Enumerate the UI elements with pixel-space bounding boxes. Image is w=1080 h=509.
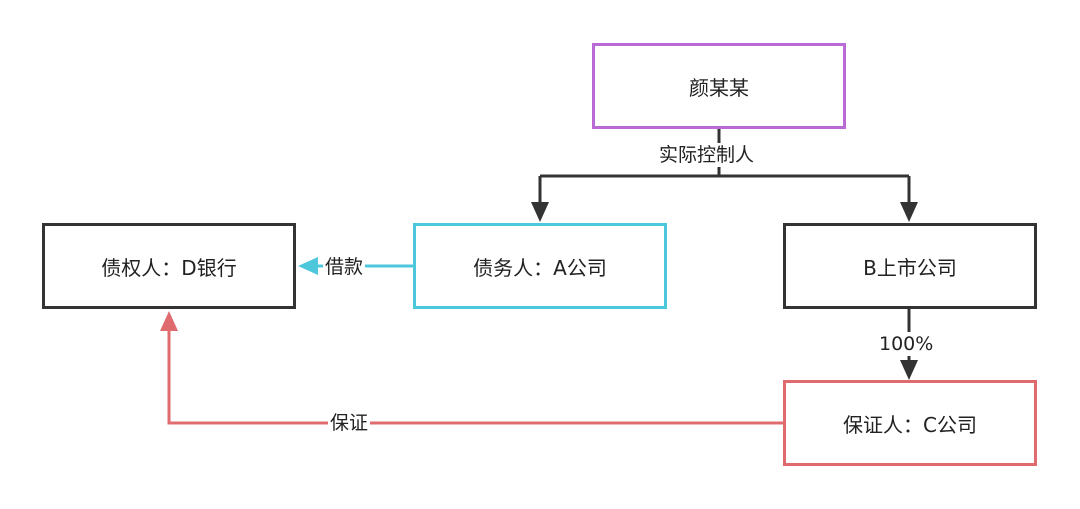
listed-company-node-label: B上市公司 — [863, 255, 957, 280]
guarantee-edge-label: 保证 — [328, 411, 371, 435]
guarantee-arrowhead — [160, 311, 178, 331]
creditor-node-label: 债权人：D银行 — [101, 255, 237, 280]
debtor-node-company-a: 债务人：A公司 — [413, 223, 667, 309]
control-arrowhead-listed — [900, 202, 918, 222]
debtor-node-label: 债务人：A公司 — [473, 255, 607, 280]
ownership-edge-label: 100% — [877, 332, 936, 356]
creditor-node-bank-d: 债权人：D银行 — [42, 223, 296, 309]
guarantor-node-label: 保证人：C公司 — [843, 412, 977, 437]
guarantor-node-company-c: 保证人：C公司 — [783, 380, 1037, 466]
person-node-yan: 颜某某 — [592, 43, 846, 129]
loan-edge-label: 借款 — [323, 255, 366, 279]
person-node-label: 颜某某 — [689, 75, 749, 100]
listed-company-node-b: B上市公司 — [783, 223, 1037, 309]
control-edge — [538, 129, 911, 206]
guarantee-edge — [167, 327, 783, 425]
control-edge-label: 实际控制人 — [657, 143, 757, 167]
ownership-arrowhead — [900, 360, 918, 380]
control-arrowhead-debtor — [531, 202, 549, 222]
loan-arrowhead — [298, 257, 318, 275]
